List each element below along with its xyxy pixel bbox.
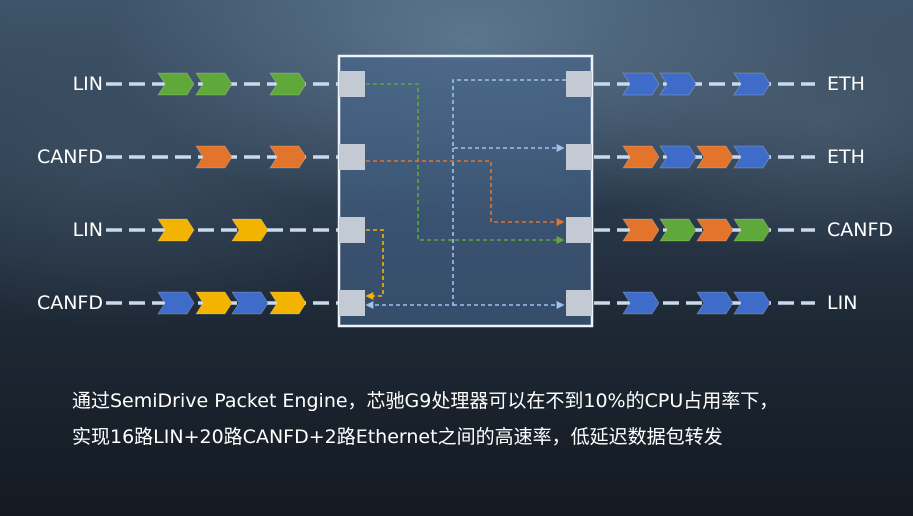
packet-engine-box xyxy=(337,54,594,328)
left-packet-1-2 xyxy=(195,72,233,96)
route-right-1-to-right-2 xyxy=(452,79,566,152)
right-port-4 xyxy=(566,290,592,316)
right-port-label-1: ETH xyxy=(827,73,865,95)
caption-line-2: 实现16路LIN+20路CANFD+2路Ethernet之间的高速率，低延迟数据… xyxy=(72,426,723,448)
left-packet-4-1 xyxy=(157,291,195,315)
route-left-3-to-left-4 xyxy=(365,229,384,300)
left-port-1 xyxy=(339,71,365,97)
right-packet-3-3 xyxy=(696,218,734,242)
left-packet-4-3 xyxy=(231,291,269,315)
right-packet-4-1 xyxy=(622,291,660,315)
left-packet-1-1 xyxy=(157,72,195,96)
left-port-2 xyxy=(339,144,365,170)
route-left-1-to-right-3 xyxy=(366,83,565,244)
right-port-label-4: LIN xyxy=(827,292,858,314)
left-port-4 xyxy=(339,290,365,316)
left-port-3 xyxy=(339,217,365,243)
right-packet-2-2 xyxy=(659,145,697,169)
left-packet-2-4 xyxy=(269,145,307,169)
right-packet-4-3 xyxy=(696,291,734,315)
right-packet-1-2 xyxy=(659,72,697,96)
left-packet-2-2 xyxy=(195,145,233,169)
left-port-label-2: CANFD xyxy=(36,146,103,168)
route-left-2-to-right-3 xyxy=(366,160,565,226)
right-packet-3-2 xyxy=(659,218,697,242)
right-packet-3-4 xyxy=(733,218,771,242)
right-packet-1-4 xyxy=(733,72,771,96)
left-port-label-4: CANFD xyxy=(36,292,103,314)
right-port-2 xyxy=(566,144,592,170)
right-port-label-2: ETH xyxy=(827,146,865,168)
right-packet-1-1 xyxy=(622,72,660,96)
right-packet-2-3 xyxy=(696,145,734,169)
right-packet-4-4 xyxy=(733,291,771,315)
right-packet-2-4 xyxy=(733,145,771,169)
left-packet-1-4 xyxy=(269,72,307,96)
right-port-1 xyxy=(566,71,592,97)
right-port-label-3: CANFD xyxy=(827,219,894,241)
left-packet-4-2 xyxy=(195,291,233,315)
caption-line-1: 通过SemiDrive Packet Engine，芯驰G9处理器可以在不到10… xyxy=(72,390,779,412)
right-port-3 xyxy=(566,217,592,243)
left-packet-3-1 xyxy=(157,218,195,242)
right-packet-3-1 xyxy=(622,218,660,242)
left-port-label-1: LIN xyxy=(72,73,103,95)
left-packet-4-4 xyxy=(269,291,307,315)
left-packet-3-3 xyxy=(231,218,269,242)
right-packet-2-1 xyxy=(622,145,660,169)
left-port-label-3: LIN xyxy=(72,219,103,241)
